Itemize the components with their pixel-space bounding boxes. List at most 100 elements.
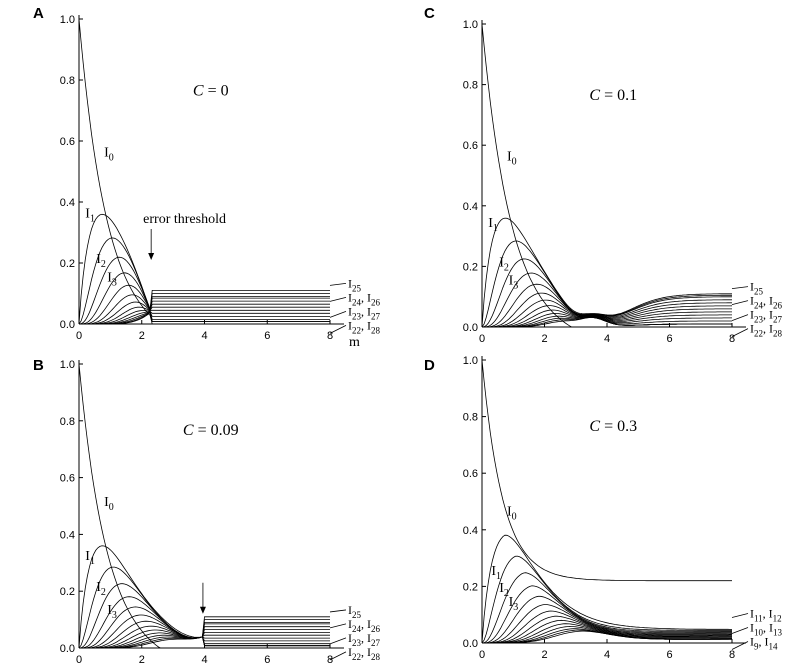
end-label: I25 [348,603,362,620]
x-tick-label: 4 [604,649,610,661]
end-label: I22, I28 [750,322,783,339]
curve-i5 [482,283,732,328]
end-label-leader [731,641,749,650]
x-tick-label: 6 [264,330,270,342]
y-tick-label: 1.0 [463,355,478,367]
end-label: I25 [750,280,764,297]
end-label-leader [731,613,749,618]
x-tick-label: 8 [327,654,333,666]
curve-i3 [481,258,732,328]
x-tick-label: 4 [201,330,207,342]
curve-i10 [79,632,330,649]
y-tick-label: 0.2 [60,258,75,270]
end-label-leader [731,314,749,322]
end-label-leader [329,651,347,661]
curve-i3 [481,572,732,644]
series-label-2: I2 [96,252,106,270]
curve-i0 [78,18,330,325]
series-label-0: I0 [507,149,517,167]
y-tick-label: 1.0 [463,19,478,31]
end-label: I23, I27 [348,631,381,648]
series-label-0: I0 [104,495,114,513]
param-label: C = 0.3 [589,418,637,435]
x-tick-label: 0 [479,649,485,661]
end-label: I23, I27 [348,304,381,321]
panel-label: C [424,5,435,22]
y-tick-label: 0.0 [463,322,478,334]
x-tick-label: 0 [76,654,82,666]
curve-i11 [482,625,732,644]
series-label-3: I3 [509,274,519,292]
curve-i8 [79,306,330,325]
end-label-leader [731,627,749,634]
end-label-leader [329,637,347,645]
curve-i0 [481,23,732,328]
panel-label: B [33,357,44,374]
x-tick-label: 2 [541,333,547,345]
curve-i6 [79,294,330,325]
series-label-0: I0 [507,505,517,523]
curve-i4 [482,585,732,644]
curve-i9 [79,310,330,325]
end-label-leader [329,623,347,629]
y-tick-label: 0.0 [463,638,478,650]
curve-i3 [78,583,330,649]
curve-i1 [78,545,330,649]
end-label: I23, I27 [750,308,783,325]
curve-i1 [481,217,732,328]
end-label-leader [329,609,347,613]
curve-i7 [79,301,330,325]
series-label-3: I3 [107,603,117,621]
curve-i5 [482,595,732,644]
x-tick-label: 8 [327,330,333,342]
param-label: C = 0.09 [183,422,239,439]
y-tick-label: 0.6 [463,468,478,480]
end-label: I24, I26 [348,290,381,307]
x-tick-label: 6 [264,654,270,666]
y-tick-label: 0.8 [60,75,75,87]
x-axis-label: m [349,335,360,350]
series-label-0: I0 [104,145,114,163]
x-tick-label: 2 [139,330,145,342]
end-label-leader [731,286,749,290]
curve-i5 [79,284,330,325]
end-label: I24, I26 [348,617,381,634]
curve-i14 [482,630,732,644]
curve-i9 [79,629,330,649]
panel-label: A [33,5,44,22]
curve-i10 [482,312,732,328]
y-tick-label: 0.4 [60,529,75,541]
y-tick-label: 0.4 [60,197,75,209]
series-label-3: I3 [107,270,117,288]
curve-i2 [78,237,330,325]
x-tick-label: 2 [139,654,145,666]
curve-i8 [482,615,732,644]
curve-i14 [79,311,330,325]
y-tick-label: 0.4 [463,201,478,213]
end-label: I11, I12 [750,607,782,624]
y-tick-label: 0.8 [463,80,478,92]
end-label: I10, I13 [750,621,783,638]
curve-i2 [481,240,732,328]
end-label-leader [329,297,347,302]
curve-i6 [482,604,733,644]
curve-i9 [482,309,732,328]
annotation-text: error threshold [143,212,226,227]
series-label-1: I1 [85,549,95,567]
y-tick-label: 0.6 [60,136,75,148]
series-label-1: I1 [491,564,501,582]
end-label: I22, I28 [348,645,381,662]
param-label: C = 0.1 [589,87,637,104]
curve-i7 [79,620,330,649]
end-label-leader [329,325,347,334]
curve-i4 [79,272,330,325]
x-tick-label: 6 [666,333,672,345]
y-tick-label: 0.6 [60,473,75,485]
curve-i2 [481,555,732,644]
y-tick-label: 1.0 [60,14,75,26]
y-tick-label: 1.0 [60,359,75,371]
curve-i9 [482,619,732,644]
series-label-2: I2 [96,580,106,598]
